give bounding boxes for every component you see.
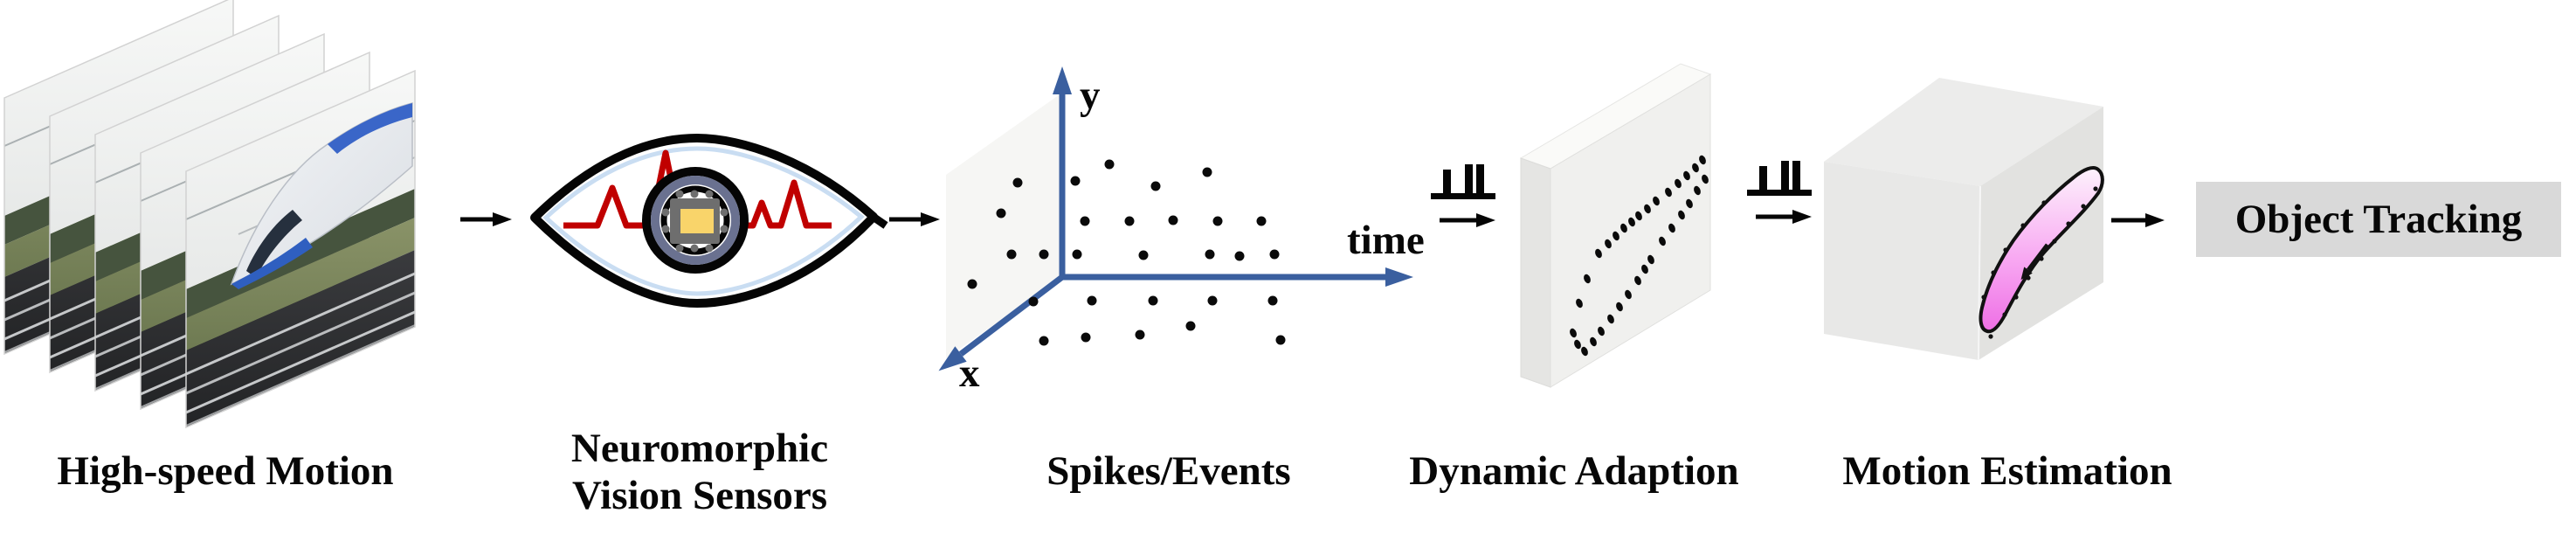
adapted-event-dot: [1668, 223, 1675, 233]
adapted-event-dot: [1581, 346, 1588, 357]
adapted-event-dot: [1641, 264, 1648, 274]
adapted-event-dot: [1598, 326, 1605, 336]
event-dot: [1072, 249, 1082, 260]
adapted-event-dot: [1625, 289, 1632, 300]
event-dot: [1039, 249, 1049, 260]
event-dot: [1207, 295, 1218, 306]
event-dot: [1006, 249, 1017, 260]
event-dot: [1124, 216, 1135, 226]
label-line: Neuromorphic: [570, 426, 829, 471]
adapted-event-dot: [1574, 339, 1581, 350]
adapted-event-dot: [1665, 187, 1672, 198]
adapted-event-dot: [1675, 178, 1682, 189]
adapted-event-dot: [1576, 298, 1583, 309]
time-axis-label: time: [1347, 218, 1425, 263]
y-axis-label: y: [1080, 73, 1101, 118]
adapted-event-dot: [1659, 236, 1666, 246]
stage-label-motion-estimation: Motion Estimation: [1842, 448, 2172, 494]
event-dot: [1269, 249, 1280, 260]
event-dot: [1275, 335, 1286, 345]
event-dot: [1148, 295, 1158, 306]
event-dot: [1039, 336, 1049, 346]
adapted-event-dot: [1635, 211, 1642, 221]
adapted-event-dot: [1653, 196, 1660, 206]
event-plane-icon: [1519, 63, 1712, 388]
event-dot: [1150, 181, 1161, 191]
event-dot: [1256, 216, 1267, 226]
adapted-event-dot: [1570, 328, 1577, 338]
event-dot: [1168, 215, 1178, 225]
adapted-event-dot: [1584, 274, 1591, 284]
adapted-event-dot: [1620, 223, 1627, 233]
adapted-event-dot: [1634, 275, 1641, 286]
adapted-event-dot: [1678, 210, 1685, 220]
event-dot: [1185, 321, 1196, 331]
motion-cube-icon: [1824, 78, 2104, 361]
adapted-event-dots: [1570, 155, 1709, 357]
event-dot: [1267, 295, 1278, 306]
label-line: Vision Sensors: [571, 473, 828, 518]
stage-label-spikes-events: Spikes/Events: [1046, 448, 1291, 494]
adapted-event-dot: [1699, 155, 1706, 165]
event-dot: [1205, 249, 1215, 260]
microchip-icon: [661, 190, 729, 253]
adapted-event-dot: [1616, 302, 1623, 312]
back-plane: [946, 93, 1062, 358]
spatiotemporal-scatter-icon: [938, 66, 1413, 371]
spike-train-icon: [1747, 161, 1812, 217]
adapted-event-dot: [1702, 174, 1709, 184]
adapted-event-dot: [1683, 170, 1690, 181]
object-tracking-box: Object Tracking: [2196, 182, 2561, 257]
x-axis-label: x: [959, 350, 980, 396]
train-icon: [230, 102, 413, 289]
event-dot: [967, 279, 977, 289]
event-dot: [1135, 329, 1145, 340]
spike-train-icon: [1431, 164, 1495, 220]
event-dot: [1012, 177, 1023, 188]
neuromorphic-eye-icon: [530, 134, 888, 308]
adapted-event-dot: [1607, 314, 1614, 324]
event-dot: [1087, 295, 1097, 306]
adapted-event-dot: [1647, 254, 1654, 265]
stage-label-high-speed-motion: High-speed Motion: [57, 448, 394, 494]
event-dot: [1212, 216, 1223, 226]
event-dot: [1202, 167, 1212, 177]
event-dot: [996, 208, 1006, 218]
stage-label-neuromorphic-vision-sensors: Neuromorphic Vision Sensors: [481, 425, 918, 519]
adapted-event-dot: [1613, 231, 1619, 241]
event-dot: [1081, 332, 1091, 343]
motion-vector-arrow-icon: [2020, 243, 2049, 281]
adapted-event-dot: [1590, 336, 1597, 347]
stage-label-dynamic-adaption: Dynamic Adaption: [1409, 448, 1739, 494]
adapted-event-dot: [1692, 163, 1699, 173]
object-tracking-label: Object Tracking: [2234, 197, 2523, 242]
adapted-event-dot: [1628, 217, 1635, 227]
adapted-event-dot: [1595, 248, 1602, 259]
event-dot: [1080, 216, 1090, 226]
event-dot: [1028, 296, 1039, 307]
event-dot: [1070, 176, 1081, 186]
event-dot: [1138, 250, 1149, 260]
event-dot: [1234, 251, 1245, 261]
event-dots: [967, 159, 1286, 346]
event-dot: [1104, 159, 1115, 170]
adapted-event-dot: [1686, 198, 1693, 209]
adapted-event-dot: [1644, 204, 1651, 214]
video-frame-stack-icon: [3, 0, 417, 429]
adapted-event-dot: [1694, 185, 1701, 196]
adapted-event-dot: [1605, 239, 1612, 249]
x-axis: [938, 274, 1065, 371]
